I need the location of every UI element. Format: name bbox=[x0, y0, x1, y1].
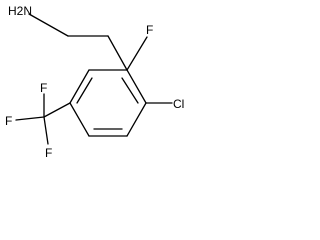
bond-ring-fluoro bbox=[126, 36, 148, 71]
bond-cf3-f-bottom bbox=[43, 116, 49, 145]
cf3-fluoro-bottom-label: F bbox=[45, 146, 52, 160]
chloro-label: Cl bbox=[173, 97, 184, 111]
bond-cf3-f-left bbox=[15, 116, 45, 121]
bond-amine-ch2 bbox=[28, 13, 69, 37]
ring-bond-4 bbox=[69, 102, 90, 137]
structure-canvas: H2N F Cl F F F bbox=[5, 4, 184, 160]
cf3-fluoro-top-label: F bbox=[40, 81, 47, 95]
ring-bond-5 bbox=[69, 69, 90, 104]
fluoro-label: F bbox=[146, 23, 153, 37]
bonds bbox=[15, 13, 173, 145]
ring-double-bond-1 bbox=[121, 77, 139, 104]
bond-ring-cf3 bbox=[43, 102, 71, 118]
cf3-fluoro-left-label: F bbox=[5, 114, 12, 128]
amine-label: H2N bbox=[8, 4, 32, 18]
ring-bond-2 bbox=[126, 102, 147, 137]
ring-double-bond-3 bbox=[76, 77, 93, 104]
bond-ch2-ring bbox=[107, 35, 128, 71]
atom-labels: H2N F Cl F F F bbox=[5, 4, 184, 160]
molecule-structure: H2N F Cl F F F bbox=[5, 4, 184, 160]
ring-bond-1 bbox=[126, 69, 147, 104]
